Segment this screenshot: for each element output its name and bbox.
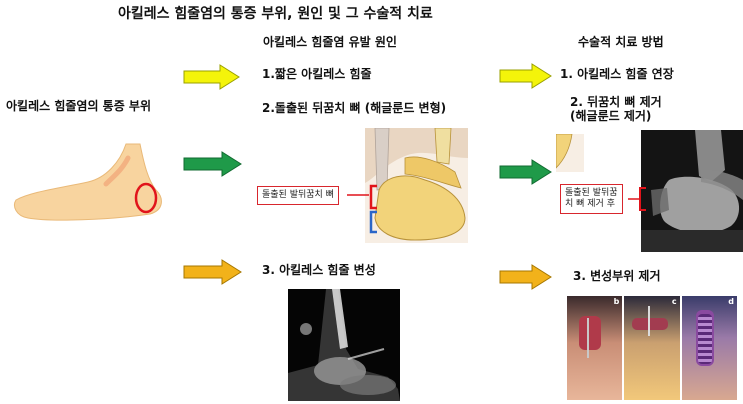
red-bracket <box>369 184 377 210</box>
xray-image <box>641 130 743 252</box>
callout-connector-1 <box>347 194 369 196</box>
treatment-item-1: 1. 아킬레스 힘줄 연장 <box>560 67 674 81</box>
treatment-header: 수술적 치료 방법 <box>578 35 664 49</box>
photo-label: d <box>728 297 734 306</box>
tendon-highlight <box>103 155 131 187</box>
arrow-green-1 <box>183 151 242 177</box>
surgery-photo-d: d <box>681 296 737 400</box>
page-title: 아킬레스 힘줄염의 통증 부위, 원인 및 그 수술적 치료 <box>118 6 433 22</box>
cause-item-1: 1.짧은 아킬레스 힘줄 <box>262 67 372 81</box>
treatment-item-2: 2. 뒤꿈치 뼈 제거 (해글룬드 제거) <box>570 95 662 123</box>
callout-connector-2 <box>628 187 646 211</box>
photo-label: b <box>613 297 620 306</box>
cause-callout: 돌출된 발뒤꿈치 뼈 <box>257 186 339 205</box>
foot-illustration <box>14 143 162 221</box>
arrow-yellow-2 <box>499 63 552 89</box>
cause-item-2: 2.돌출된 뒤꿈치 뼈 (해글룬드 변형) <box>262 101 447 115</box>
mri-image <box>288 289 400 401</box>
pain-site-label: 아킬레스 힘줄염의 통증 부위 <box>6 99 152 113</box>
surgery-photo-b: b <box>567 296 623 400</box>
treatment-callout: 돌출된 발뒤꿈 치 뼈 제거 후 <box>560 184 623 214</box>
arrow-yellow-1 <box>183 64 240 90</box>
surgery-photo-strip: b c d <box>567 296 737 400</box>
calcaneus-bone <box>374 175 466 241</box>
pain-circle <box>134 182 158 214</box>
cause-item-3: 3. 아킬레스 힘줄 변성 <box>262 263 376 277</box>
blue-bracket <box>369 210 377 234</box>
treatment-item-3: 3. 변성부위 제거 <box>573 269 661 283</box>
surgery-photo-c: c <box>624 296 680 400</box>
arrow-green-2 <box>499 159 552 185</box>
arrow-orange-2 <box>499 264 552 290</box>
causes-header: 아킬레스 힘줄염 유발 원인 <box>263 35 397 49</box>
arrow-orange-1 <box>183 259 242 285</box>
photo-label: c <box>671 297 677 306</box>
bone-illustration-snippet <box>556 134 584 172</box>
haglund-anatomy-illustration <box>365 128 468 243</box>
